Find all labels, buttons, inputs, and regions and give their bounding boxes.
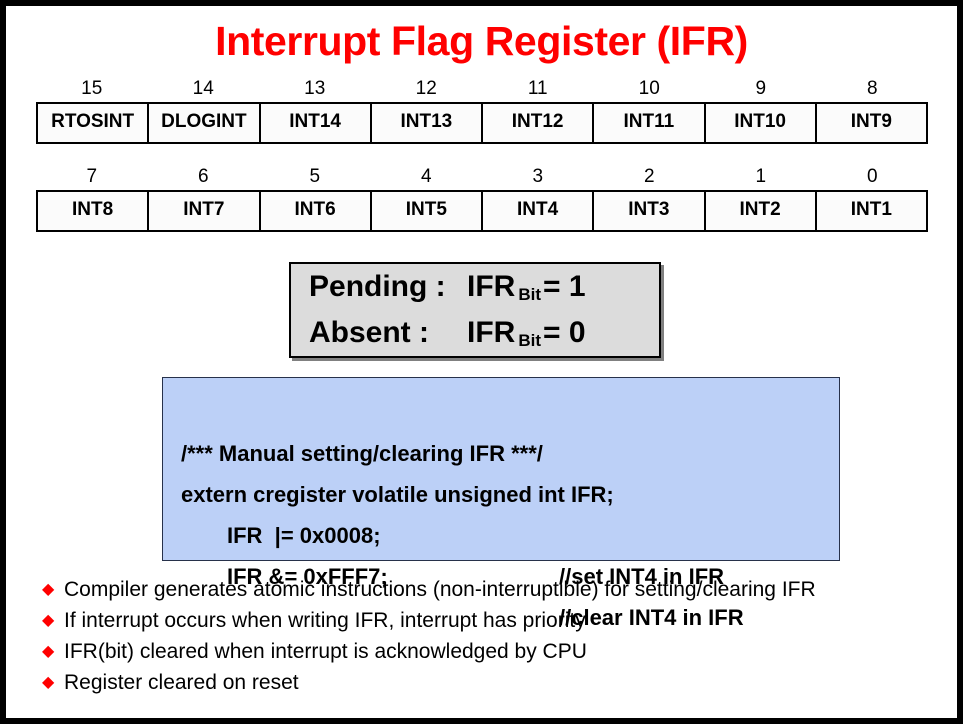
diamond-bullet-icon: ◆: [42, 612, 55, 629]
bit-number: 6: [197, 166, 209, 187]
bit-number: 11: [527, 78, 548, 99]
bit-field-cell: RTOSINT: [38, 104, 150, 142]
diamond-bullet-icon: ◆: [42, 581, 55, 598]
bit-number: 13: [304, 78, 326, 99]
code-text: IFR &= 0xFFF7;: [227, 564, 388, 589]
list-item: ◆ If interrupt occurs when writing IFR, …: [42, 605, 942, 636]
bit-number: 15: [81, 78, 103, 99]
bit-number: 3: [532, 166, 544, 187]
bit-number: 12: [415, 78, 437, 99]
bit-field-cell: DLOGINT: [149, 104, 261, 142]
list-item-label: If interrupt occurs when writing IFR, in…: [64, 609, 586, 632]
page-title: Interrupt Flag Register (IFR): [215, 18, 748, 64]
bit-number: 10: [638, 78, 660, 99]
diamond-bullet-icon: ◆: [42, 643, 55, 660]
status-label: Absent :: [309, 316, 429, 349]
bit-field-cell: INT2: [705, 192, 817, 230]
status-subscript: Bit: [518, 331, 541, 350]
bit-field-cell: INT13: [371, 104, 483, 142]
bit-number-row-low: 7 6 5 4 3 2 1 0: [36, 166, 928, 190]
list-item-label: Register cleared on reset: [64, 671, 299, 694]
diamond-bullet-icon: ◆: [42, 674, 55, 691]
code-line: extern cregister volatile unsigned int I…: [163, 433, 839, 507]
code-line: IFR |= 0x0008; //set INT4 in IFR: [163, 474, 839, 589]
code-line: /*** Manual setting/clearing IFR ***/: [163, 392, 839, 466]
list-item: ◆ Register cleared on reset: [42, 667, 942, 698]
bit-number: 5: [309, 166, 321, 187]
list-item: ◆ IFR(bit) cleared when interrupt is ack…: [42, 636, 942, 667]
bit-field-cell: INT10: [705, 104, 817, 142]
bit-number: 9: [755, 78, 767, 99]
code-snippet-box: /*** Manual setting/clearing IFR ***/ ex…: [162, 377, 840, 630]
code-text: /*** Manual setting/clearing IFR ***/: [181, 441, 543, 466]
bit-number: 7: [86, 166, 98, 187]
bit-number: 4: [420, 166, 432, 187]
bit-field-cell: INT9: [816, 104, 926, 142]
status-register-name: IFR: [467, 270, 516, 303]
bullet-list: ◆ Compiler generates atomic instructions…: [42, 574, 942, 698]
status-label: Pending :: [309, 270, 446, 303]
bit-field-cell: INT7: [149, 192, 261, 230]
list-item-label: IFR(bit) cleared when interrupt is ackno…: [64, 640, 587, 663]
register-bit-row-high: 15 14 13 12 11 10 9 8 RTOSINT DLOGINT IN…: [36, 78, 928, 144]
register-bit-row-low: 7 6 5 4 3 2 1 0 INT8 INT7 INT6 INT5 INT4…: [36, 166, 928, 232]
bit-field-cell: INT1: [816, 192, 926, 230]
bit-field-cell: INT11: [594, 104, 706, 142]
code-text: extern cregister volatile unsigned int I…: [181, 482, 614, 507]
status-register-name: IFR: [467, 316, 516, 349]
bit-number: 2: [643, 166, 655, 187]
bit-field-cell: INT4: [483, 192, 595, 230]
status-equals: = 0: [543, 316, 586, 349]
list-item: ◆ Compiler generates atomic instructions…: [42, 574, 942, 605]
status-equals: = 1: [543, 270, 586, 303]
bit-number-row-high: 15 14 13 12 11 10 9 8: [36, 78, 928, 102]
bit-number: 0: [866, 166, 878, 187]
bit-field-cell: INT6: [260, 192, 372, 230]
code-comment: //clear INT4 in IFR: [559, 605, 744, 630]
bit-field-row-high: RTOSINT DLOGINT INT14 INT13 INT12 INT11 …: [36, 102, 928, 144]
bit-field-cell: INT8: [38, 192, 150, 230]
bit-field-cell: INT12: [483, 104, 595, 142]
list-item-label: Compiler generates atomic instructions (…: [64, 578, 816, 601]
bit-field-cell: INT5: [371, 192, 483, 230]
bit-field-row-low: INT8 INT7 INT6 INT5 INT4 INT3 INT2 INT1: [36, 190, 928, 232]
bit-number: 8: [866, 78, 878, 99]
code-line: IFR &= 0xFFF7; //clear INT4 in IFR: [163, 515, 839, 630]
bit-number: 14: [192, 78, 214, 99]
status-subscript: Bit: [518, 285, 541, 304]
code-text: IFR |= 0x0008;: [227, 523, 381, 548]
bit-number: 1: [755, 166, 767, 187]
bit-field-cell: INT14: [260, 104, 372, 142]
bit-field-cell: INT3: [594, 192, 706, 230]
code-comment: //set INT4 in IFR: [559, 564, 725, 589]
